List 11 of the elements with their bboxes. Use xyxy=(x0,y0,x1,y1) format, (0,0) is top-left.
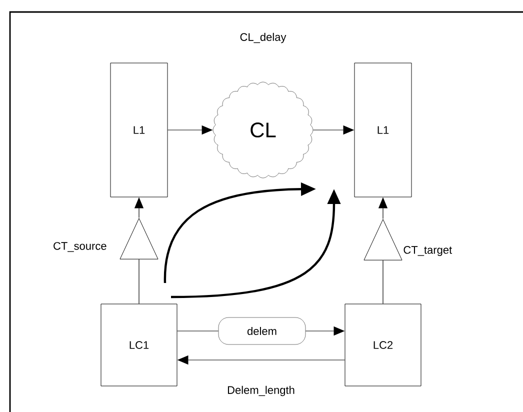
triangle-symbol xyxy=(120,218,158,260)
process-box: L1 xyxy=(354,62,412,198)
edge-label: Delem_length xyxy=(226,384,296,398)
side-label: CT_target xyxy=(404,246,452,256)
triangle-symbol xyxy=(364,219,402,260)
process-box: LC2 xyxy=(344,304,422,386)
title: CL_delay xyxy=(240,32,286,44)
process-box: LC1 xyxy=(100,304,178,386)
rounded-box: delem xyxy=(218,317,306,345)
process-box: L1 xyxy=(110,62,168,198)
side-label: CT_source xyxy=(54,242,106,252)
